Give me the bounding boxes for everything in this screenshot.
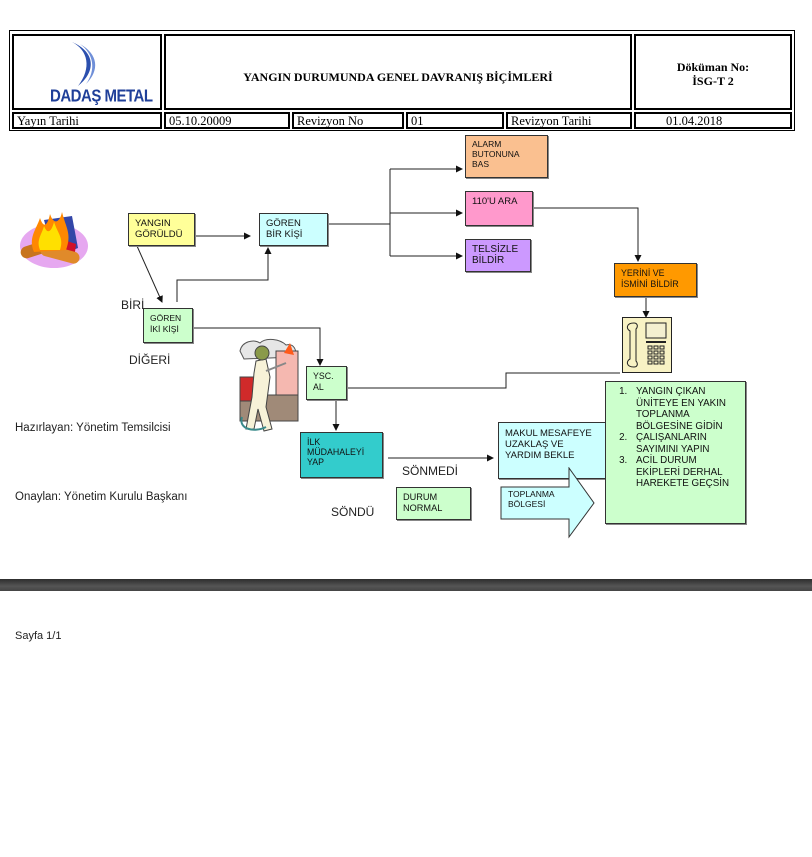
- toplanma-label: TOPLANMA BÖLGESİ: [508, 489, 555, 509]
- box-yerini-ismini-bildir: YERİNİ VE İSMİNİ BİLDİR: [614, 263, 697, 297]
- box-goren-bir-kisi: GÖREN BİR KİŞİ: [259, 213, 328, 246]
- page-number: Sayfa 1/1: [15, 630, 62, 642]
- label-biri: BİRİ: [121, 298, 145, 312]
- box-ilk-mudahale: İLK MÜDAHALEYİ YAP: [300, 432, 383, 478]
- title-cell: YANGIN DURUMUNDA GENEL DAVRANIŞ BİÇİMLER…: [164, 34, 632, 110]
- document-page: DADAŞ METAL YANGIN DURUMUNDA GENEL DAVRA…: [0, 0, 812, 578]
- telephone-icon: [622, 317, 672, 373]
- line-ysc-to-phone: [347, 372, 620, 389]
- logo-cell: DADAŞ METAL: [12, 34, 162, 110]
- prepared-by: Hazırlayan: Yönetim Temsilcisi: [15, 422, 171, 434]
- step-item: ACİL DURUM EKİPLERİ DERHAL HAREKETE GEÇS…: [630, 455, 741, 490]
- publish-date-label: Yayın Tarihi: [12, 112, 162, 129]
- campfire-icon: [20, 212, 88, 268]
- firefighter-icon: [239, 338, 299, 432]
- label-sonmedi: SÖNMEDİ: [402, 464, 459, 478]
- doc-no-cell: Döküman No: İSG-T 2: [634, 34, 792, 110]
- step-item: YANGIN ÇIKAN ÜNİTEYE EN YAKIN TOPLANMA B…: [630, 386, 741, 432]
- arrow-yangin-to-iki: [136, 245, 163, 303]
- box-110-ara: 110'U ARA: [465, 191, 533, 226]
- box-alarm-butonu: ALARM BUTONUNA BAS: [465, 135, 548, 178]
- box-durum-normal: DURUM NORMAL: [396, 487, 471, 520]
- revision-no-label: Revizyon No: [292, 112, 404, 129]
- box-ysc-al: YSC. AL: [306, 366, 347, 400]
- logo-swoosh-icon: [72, 42, 96, 86]
- logo-text: DADAŞ METAL: [50, 86, 153, 107]
- step-item: ÇALIŞANLARIN SAYIMINI YAPIN: [630, 432, 741, 455]
- page-divider: [0, 579, 812, 591]
- document-title: YANGIN DURUMUNDA GENEL DAVRANIŞ BİÇİMLER…: [243, 70, 553, 84]
- box-steps: YANGIN ÇIKAN ÜNİTEYE EN YAKIN TOPLANMA B…: [605, 381, 746, 524]
- publish-date-value: 05.10.20009: [164, 112, 290, 129]
- header-table: [9, 30, 795, 131]
- label-digeri: DİĞERİ: [129, 353, 171, 367]
- steps-list: YANGIN ÇIKAN ÜNİTEYE EN YAKIN TOPLANMA B…: [608, 386, 741, 490]
- revision-no-value: 01: [406, 112, 504, 129]
- box-goren-iki-kisi: GÖREN İKİ KİŞİ: [143, 308, 193, 343]
- flow-connectors: [136, 165, 650, 462]
- revision-date-value: 01.04.2018: [634, 112, 792, 129]
- toplanma-arrow-icon: [500, 467, 595, 539]
- arrow-iki-to-ysc: [193, 327, 324, 366]
- revision-date-label: Revizyon Tarihi: [506, 112, 632, 129]
- box-yangin-goruldu: YANGIN GÖRÜLDÜ: [128, 213, 195, 246]
- doc-no-label: Döküman No:: [676, 60, 750, 74]
- arrow-iki-to-bir: [176, 247, 272, 302]
- arrow-110-to-yerini: [533, 207, 642, 262]
- approved-by: Onaylan: Yönetim Kurulu Başkanı: [15, 491, 188, 503]
- box-telsizle-bildir: TELSİZLE BİLDİR: [465, 239, 531, 272]
- doc-no-value: İSG-T 2: [692, 74, 734, 88]
- label-sondu: SÖNDÜ: [331, 505, 375, 519]
